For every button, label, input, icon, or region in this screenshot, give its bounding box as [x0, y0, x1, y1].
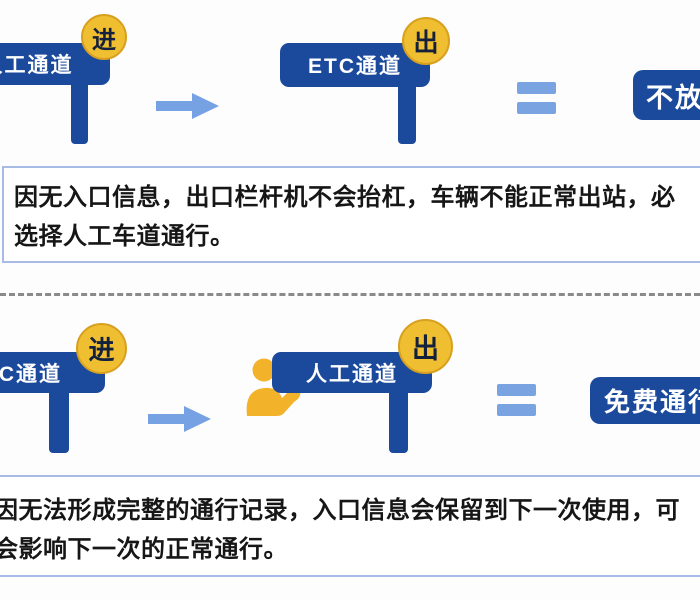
sign-label: 人工通道: [0, 54, 74, 77]
dashed-divider: [0, 293, 700, 296]
badge-label: 出: [412, 334, 439, 364]
badge-label: 进: [88, 335, 115, 365]
note-text-line: 会影响下一次的正常通行。: [0, 536, 288, 563]
signpost: [49, 393, 69, 453]
exit-badge-icon: 出: [402, 17, 450, 65]
sign-etc-channel-entry: ETC通道: [0, 352, 105, 393]
badge-label: 进: [92, 26, 116, 54]
sign-label: 人工通道: [306, 362, 398, 386]
enter-badge-icon: 进: [76, 323, 127, 374]
toll-operator-icon: [246, 358, 301, 416]
exit-badge-icon: 出: [398, 319, 453, 374]
result-free-pass: 免费通行: [590, 377, 700, 424]
sign-label: ETC通道: [0, 362, 62, 386]
note-text-line: 选择人工车道通行。: [14, 223, 235, 250]
sign-label: ETC通道: [308, 55, 402, 78]
signpost: [71, 84, 88, 144]
right-arrow-icon: [156, 93, 219, 119]
note-box-2: 因无法形成完整的通行记录，入口信息会保留到下一次使用，可 会影响下一次的正常通行…: [0, 475, 700, 577]
signpost: [389, 393, 408, 453]
result-label: 免费通行: [604, 387, 700, 417]
right-arrow-icon: [148, 406, 211, 432]
equals-icon: [517, 82, 556, 114]
note-text-line: 因无法形成完整的通行记录，入口信息会保留到下一次使用，可: [0, 497, 680, 524]
signpost: [398, 87, 416, 144]
enter-badge-icon: 进: [81, 14, 127, 60]
result-label: 不放行: [646, 82, 700, 113]
result-no-pass: 不放行: [633, 70, 700, 120]
note-box-1: 因无入口信息，出口栏杆机不会抬杠，车辆不能正常出站，必 选择人工车道通行。: [2, 166, 700, 263]
badge-label: 出: [413, 29, 439, 57]
note-text-line: 因无入口信息，出口栏杆机不会抬杠，车辆不能正常出站，必: [14, 184, 676, 211]
equals-icon: [497, 384, 536, 416]
